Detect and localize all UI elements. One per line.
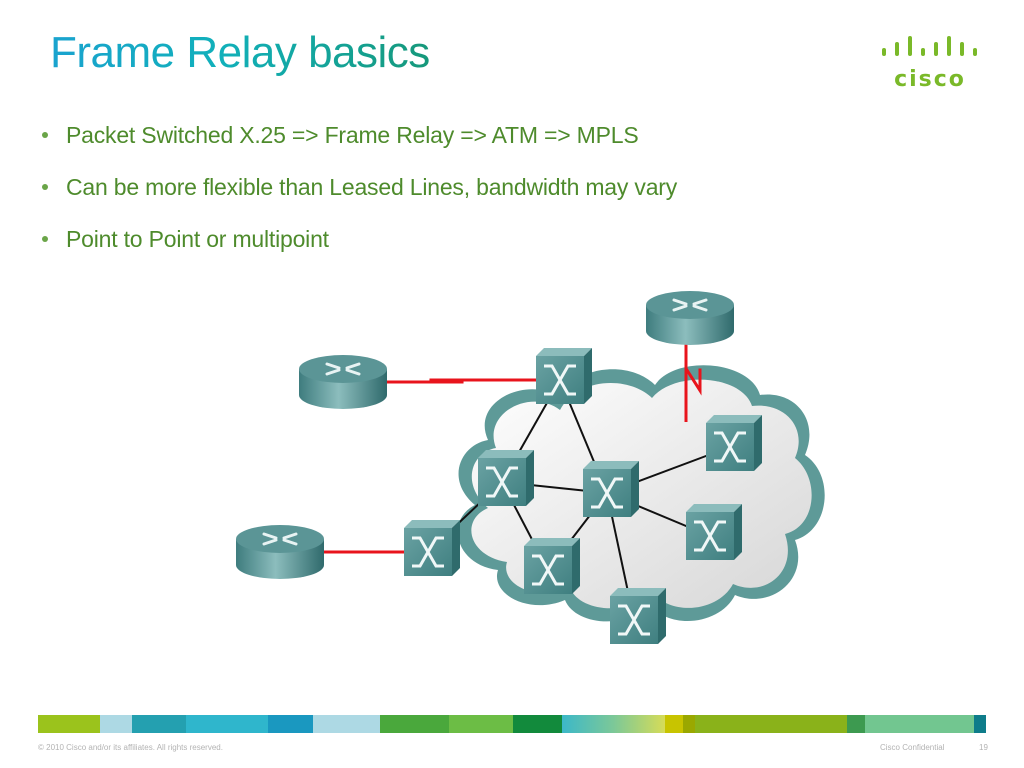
colorbar-segment <box>100 715 132 733</box>
colorbar-segment <box>132 715 186 733</box>
bullet-item: Packet Switched X.25 => Frame Relay => A… <box>38 120 677 172</box>
frame-relay-switch-icon[interactable] <box>583 461 639 517</box>
colorbar-segment <box>268 715 313 733</box>
serial-link <box>343 378 560 384</box>
router-icon[interactable] <box>299 355 387 409</box>
colorbar-segment <box>865 715 974 733</box>
bullet-dot-icon <box>42 132 48 138</box>
colorbar-segment <box>38 715 100 733</box>
bullet-item: Point to Point or multipoint <box>38 224 677 276</box>
serial-link <box>684 338 702 422</box>
frame-relay-switch-icon[interactable] <box>478 450 534 506</box>
router-icon[interactable] <box>236 525 324 579</box>
bullet-item: Can be more flexible than Leased Lines, … <box>38 172 677 224</box>
colorbar-segment <box>380 715 449 733</box>
copyright-text: © 2010 Cisco and/or its affiliates. All … <box>38 743 223 752</box>
cisco-wordmark: cisco <box>894 67 966 90</box>
colorbar-segment <box>695 715 847 733</box>
frame-relay-switch-icon[interactable] <box>536 348 592 404</box>
frame-relay-switch-icon[interactable] <box>610 588 666 644</box>
slide-title: Frame Relay basics <box>50 28 430 77</box>
colorbar-segment <box>449 715 513 733</box>
frame-relay-switch-icon[interactable] <box>686 504 742 560</box>
bullet-list: Packet Switched X.25 => Frame Relay => A… <box>38 120 677 276</box>
nodes-layer <box>236 291 762 644</box>
bullet-dot-icon <box>42 184 48 190</box>
colorbar-segment <box>562 715 665 733</box>
colorbar-segment <box>513 715 562 733</box>
confidential-label: Cisco Confidential <box>880 743 945 752</box>
colorbar-segment <box>683 715 695 733</box>
frame-relay-diagram <box>236 291 825 644</box>
router-icon[interactable] <box>646 291 734 345</box>
colorbar-segment <box>847 715 865 733</box>
frame-relay-switch-icon[interactable] <box>524 538 580 594</box>
footer-colorbar <box>38 715 986 733</box>
colorbar-segment <box>313 715 380 733</box>
frame-relay-switch-icon[interactable] <box>404 520 460 576</box>
colorbar-segment <box>186 715 268 733</box>
bullet-dot-icon <box>42 236 48 242</box>
cisco-bars-icon <box>882 36 977 56</box>
colorbar-segment <box>665 715 683 733</box>
frame-relay-switch-icon[interactable] <box>706 415 762 471</box>
page-number: 19 <box>979 743 988 752</box>
cisco-logo: cisco <box>882 36 977 90</box>
colorbar-segment <box>974 715 986 733</box>
